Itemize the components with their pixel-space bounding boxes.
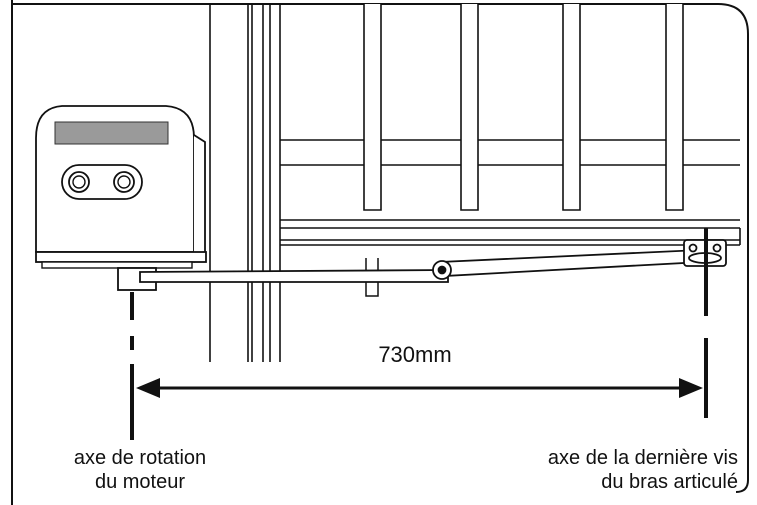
gate-bars [363, 4, 684, 211]
motor-axis-label-line2: du moteur [94, 471, 186, 493]
motor-axis-label: axe de rotation du moteur [40, 446, 240, 494]
articulated-arm [139, 239, 727, 283]
arm-screw-axis-label-line2: du bras articulé [601, 471, 738, 493]
dimension-arrow [136, 378, 703, 398]
gate [280, 139, 741, 246]
motor-axis-label-line1: axe de rotation [73, 447, 207, 469]
arm-screw-axis-label: axe de la dernière vis du bras articulé [440, 446, 738, 494]
frame-border [11, 0, 749, 505]
dimension-label: 730mm [378, 342, 452, 367]
motor-display-window [54, 121, 169, 145]
axis-lines [130, 228, 708, 440]
motor-unit [35, 105, 207, 291]
arm-screw-axis-label-line1: axe de la dernière vis [547, 447, 738, 469]
wall-post [209, 4, 281, 362]
